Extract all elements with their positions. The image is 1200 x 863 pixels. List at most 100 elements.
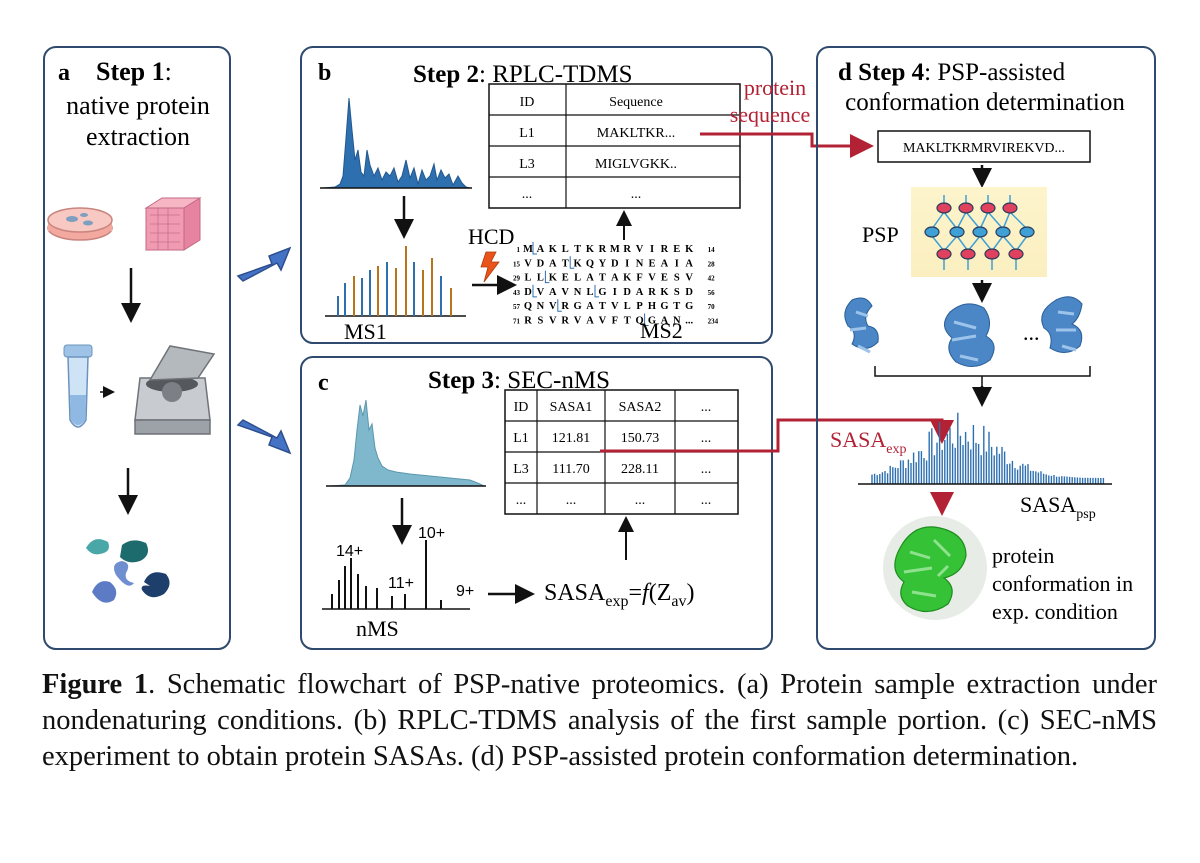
ms2-residue: L [537, 273, 544, 284]
predicted-structure-1 [844, 297, 879, 354]
ms2-position-end: 70 [708, 303, 716, 311]
ms2-residue: V [685, 273, 693, 284]
ms2-residue: D [611, 258, 619, 269]
ms2-residue: V [549, 301, 557, 312]
connector-label-line-1: protein [744, 75, 806, 100]
ms2-residue: L [624, 301, 631, 312]
ms2-residue: I [675, 258, 679, 269]
ms2-residue: D [524, 287, 532, 298]
ms1-label: MS1 [344, 319, 387, 344]
ms2-residue: S [537, 316, 543, 327]
table-c-cell: ... [635, 493, 646, 508]
ms2-residue: K [623, 273, 632, 284]
ms2-position-start: 1 [517, 246, 521, 254]
ms2-residue: V [648, 273, 656, 284]
ms2-residue: D [685, 287, 693, 298]
peak-label-10: 10+ [418, 525, 445, 542]
panel-d-title-line-2: conformation determination [845, 89, 1125, 116]
ms2-residue: R [661, 244, 669, 255]
ms2-position-end: 56 [708, 289, 716, 297]
ms2-residue: E [562, 273, 569, 284]
connector-label-line-2: sequence [730, 102, 811, 127]
panel-d-frame [816, 46, 1156, 650]
ms2-residue: A [549, 287, 557, 298]
panel-a-title-line-2: extraction [86, 122, 190, 151]
fragment-mark [569, 256, 575, 269]
ms2-residue: V [574, 316, 582, 327]
protein-sequence-connector: protein sequence [700, 75, 874, 158]
fragment-mark [532, 242, 537, 255]
ms2-residue: A [685, 258, 693, 269]
ms2-residue: F [636, 273, 642, 284]
table-c-header-more: ... [701, 400, 712, 415]
figure-caption: Figure 1. Schematic flowchart of PSP-nat… [42, 667, 1157, 776]
sasa-connector [600, 418, 954, 453]
ms2-residue: K [586, 244, 595, 255]
ms2-residue: D [537, 258, 545, 269]
table-b-header-id: ID [520, 95, 535, 110]
sec-chromatogram [326, 399, 486, 487]
ms2-residue: K [685, 244, 694, 255]
ms2-residue: L [586, 287, 593, 298]
panel-c-letter: c [318, 370, 329, 396]
centrifuge-icon [134, 345, 216, 435]
fragment-mark [544, 270, 550, 284]
ms2-residue: N [574, 287, 582, 298]
fragment-mark [644, 313, 649, 326]
ms2-position-start: 71 [513, 318, 521, 326]
panel-b-letter: b [318, 60, 331, 86]
ms2-residue: T [562, 258, 569, 269]
final-structure [883, 516, 987, 620]
ms2-residue: Q [636, 316, 644, 327]
ms2-residue: I [613, 287, 617, 298]
ms2-residue: G [598, 287, 606, 298]
panel-b-step-label: Step 2 [413, 61, 479, 88]
tissue-cube-icon [144, 197, 202, 251]
table-b-cell: L3 [519, 157, 535, 172]
ms2-position-end: 42 [708, 275, 716, 283]
table-c-header-id: ID [514, 400, 529, 415]
psp-network-diagram [911, 187, 1047, 277]
ms2-residue: L [524, 273, 531, 284]
ms2-residue: G [574, 301, 582, 312]
table-c-cell: 121.81 [552, 431, 591, 446]
panel-a-step-label: Step 1 [96, 57, 165, 86]
result-line-3: exp. condition [992, 599, 1118, 624]
sequence-table: ID Sequence L1 MAKLTKR... L3 MIGLVGKK.. … [488, 83, 741, 209]
panel-c-step-label: Step 3 [428, 367, 494, 394]
ms2-residue: Y [599, 258, 607, 269]
ms2-residue: N [636, 258, 644, 269]
peak-label-11: 11+ [388, 575, 414, 592]
ms2-residue: G [685, 301, 693, 312]
ms2-residue: Q [586, 258, 594, 269]
ms2-residue: I [650, 244, 654, 255]
table-c-cell: 111.70 [552, 462, 589, 477]
ms2-position-end: 28 [708, 260, 716, 268]
ms2-residue: T [574, 244, 581, 255]
ms2-position-end: 234 [708, 318, 719, 326]
caption-label: Figure 1 [42, 669, 149, 700]
lightning-icon [480, 251, 500, 283]
ms2-residue: M [523, 244, 533, 255]
ms2-residue: G [648, 316, 656, 327]
panel-b-frame [300, 46, 773, 344]
ms2-residue: N [537, 301, 545, 312]
ms2-residue: V [636, 244, 644, 255]
ms2-position-start: 43 [513, 289, 521, 297]
panel-a-letter: a [58, 60, 70, 86]
panel-c-frame [300, 356, 773, 650]
panel-d-step-label: Step 4 [858, 59, 924, 86]
ms2-residue: K [660, 287, 669, 298]
ms2-position-end: 14 [708, 246, 716, 254]
ms2-residue: R [623, 244, 631, 255]
table-b-cell: MAKLTKR... [597, 126, 675, 141]
ms2-residue: A [549, 258, 557, 269]
sequence-box [877, 130, 1091, 163]
ms2-residue: L [574, 273, 581, 284]
panel-a-frame [43, 46, 231, 650]
ms2-residue: R [561, 301, 569, 312]
table-c-cell: 150.73 [621, 431, 660, 446]
ms2-residue: R [648, 287, 656, 298]
structures-bracket [874, 366, 1091, 386]
